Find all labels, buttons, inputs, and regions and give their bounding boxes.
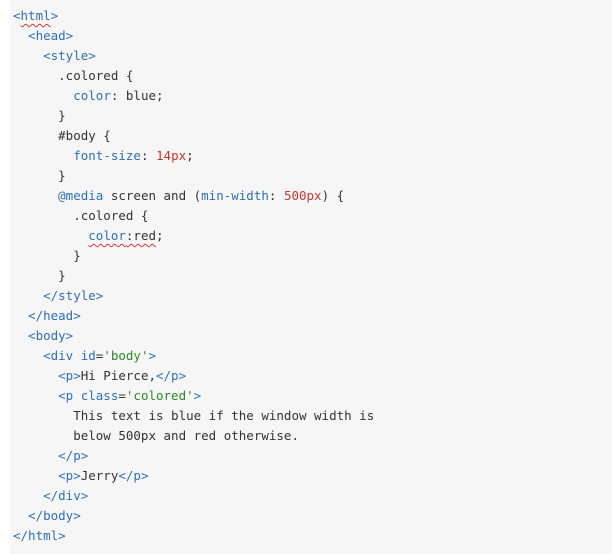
code-token: #body { <box>13 128 111 143</box>
code-token: > <box>193 388 202 403</box>
code-token: } <box>13 248 81 263</box>
code-token: .colored { <box>13 68 134 83</box>
code-token <box>13 88 73 103</box>
code-token: = <box>95 348 104 363</box>
code-line: color:red; <box>13 226 374 246</box>
code-token: </html> <box>13 528 66 543</box>
code-token: <style> <box>13 48 96 63</box>
code-line: <p>Jerry</p> <box>13 466 374 486</box>
code-token: <div <box>13 348 81 363</box>
code-line: } <box>13 266 374 286</box>
code-token: : <box>268 188 284 203</box>
code-token: .colored { <box>13 208 149 223</box>
code-line: <html> <box>13 6 374 26</box>
code-line: .colored { <box>13 206 374 226</box>
code-block: <html> <head> <style> .colored { color: … <box>10 0 612 554</box>
code-token: Hi Pierce, <box>80 368 156 383</box>
code-token: <p <box>13 388 81 403</box>
code-listing: <html> <head> <style> .colored { color: … <box>13 6 374 546</box>
code-line: font-size: 14px; <box>13 146 374 166</box>
code-token: } <box>13 268 66 283</box>
code-token <box>13 148 73 163</box>
code-line: .colored { <box>13 66 374 86</box>
code-line: below 500px and red otherwise. <box>13 426 374 446</box>
code-line: @media screen and (min-width: 500px) { <box>13 186 374 206</box>
code-line: </body> <box>13 506 374 526</box>
code-line: </html> <box>13 526 374 546</box>
code-token <box>13 188 58 203</box>
code-token: 'body' <box>103 348 149 363</box>
code-token <box>13 228 88 243</box>
code-token: @media <box>58 188 104 203</box>
code-token: > <box>148 348 157 363</box>
code-token: 14px <box>156 148 187 163</box>
code-line: <style> <box>13 46 374 66</box>
code-token: = <box>118 388 126 403</box>
code-token: ; <box>186 148 194 163</box>
code-line: #body { <box>13 126 374 146</box>
code-token: < <box>13 8 21 23</box>
code-line: <head> <box>13 26 374 46</box>
code-token: : <box>140 148 157 163</box>
code-token: </div> <box>13 488 89 503</box>
code-token: > <box>50 8 59 23</box>
code-token: below 500px and red otherwise. <box>13 428 299 443</box>
code-line: This text is blue if the window width is <box>13 406 374 426</box>
code-token: 500px <box>283 188 322 203</box>
code-token: ; <box>156 228 164 243</box>
code-token: <p> <box>13 468 81 483</box>
code-token: </body> <box>13 508 81 523</box>
code-token: This text is blue if the window width is <box>13 408 375 423</box>
code-token: Jerry <box>80 468 119 483</box>
code-token: </p> <box>156 368 187 383</box>
code-line: <p class='colored'> <box>13 386 374 406</box>
code-token: 'colored' <box>125 388 194 403</box>
code-token: </head> <box>13 308 81 323</box>
code-line: <body> <box>13 326 374 346</box>
code-token: :red <box>125 228 157 243</box>
code-line: </p> <box>13 446 374 466</box>
code-line: } <box>13 166 374 186</box>
code-line: } <box>13 246 374 266</box>
code-line: </div> <box>13 486 374 506</box>
code-token: </style> <box>13 288 104 303</box>
code-token: class <box>80 388 119 403</box>
code-token: <p> <box>13 368 81 383</box>
code-line: </head> <box>13 306 374 326</box>
code-line: <p>Hi Pierce,</p> <box>13 366 374 386</box>
code-token: } <box>13 108 66 123</box>
code-line: color: blue; <box>13 86 374 106</box>
code-token: <head> <box>13 28 74 43</box>
code-token: screen and ( <box>103 188 202 203</box>
code-token: </p> <box>118 468 149 483</box>
code-token: font-size <box>73 148 141 163</box>
code-line: </style> <box>13 286 374 306</box>
code-token: <body> <box>13 328 74 343</box>
code-line: } <box>13 106 374 126</box>
code-token: min-width <box>201 188 269 203</box>
code-token: color <box>88 228 126 243</box>
code-token: </p> <box>13 448 89 463</box>
code-token: : blue; <box>110 88 164 103</box>
code-line: <div id='body'> <box>13 346 374 366</box>
code-token: html <box>20 8 51 23</box>
code-token: color <box>73 88 111 103</box>
code-token: id <box>80 348 96 363</box>
code-token: } <box>13 168 66 183</box>
code-token: ) { <box>321 188 345 203</box>
